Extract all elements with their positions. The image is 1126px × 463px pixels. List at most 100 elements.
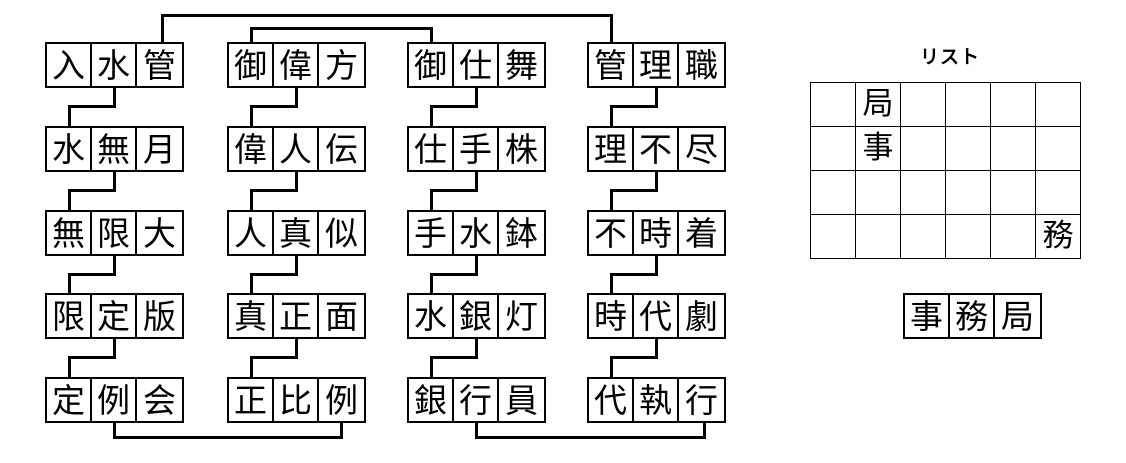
word-box[interactable]: 正 比 例 <box>227 377 366 423</box>
word-box[interactable]: 真 正 面 <box>227 293 366 339</box>
grid-cell[interactable] <box>901 83 946 127</box>
grid-cell[interactable] <box>901 127 946 171</box>
connector-bottom-left-horizontal <box>113 436 343 439</box>
grid-cell[interactable] <box>811 83 856 127</box>
answer-word-box[interactable]: 事 務 局 <box>903 293 1042 339</box>
c4-link3-down <box>655 256 658 275</box>
kanji-cell: 理 <box>634 44 679 86</box>
kanji-cell: 大 <box>143 213 176 253</box>
list-title: リスト <box>919 46 980 68</box>
kanji-cell: 劇 <box>685 296 718 336</box>
grid-cell[interactable]: 局 <box>856 83 901 127</box>
grid-cell[interactable] <box>1036 171 1081 215</box>
grid-cell[interactable] <box>991 83 1036 127</box>
connector-bottom-right-horizontal <box>475 436 705 439</box>
grid-cell[interactable] <box>991 215 1036 259</box>
kanji-cell: 無 <box>47 212 92 254</box>
kanji-cell: 株 <box>505 129 538 169</box>
kanji-cell: 版 <box>143 296 176 336</box>
kanji-cell: 限 <box>47 295 92 337</box>
word-box[interactable]: 御 仕 舞 <box>407 42 546 88</box>
word-box[interactable]: 代 執 行 <box>587 377 726 423</box>
grid-row: 事 <box>811 127 1081 171</box>
c3-link1-across <box>430 105 478 108</box>
kanji-cell: 管 <box>143 45 176 85</box>
c2-link4-down <box>295 339 298 358</box>
c1-link3-down <box>113 256 116 275</box>
grid-cell[interactable] <box>946 127 991 171</box>
kanji-cell: 比 <box>274 379 319 421</box>
c1-link4-down <box>113 339 116 358</box>
grid-cell[interactable]: 事 <box>856 127 901 171</box>
word-box[interactable]: 不 時 着 <box>587 210 726 256</box>
c4-link4-across <box>610 356 658 359</box>
grid-cell[interactable] <box>901 171 946 215</box>
grid-cell[interactable] <box>1036 83 1081 127</box>
grid-cell[interactable] <box>946 83 991 127</box>
grid-cell[interactable] <box>811 215 856 259</box>
kanji-cell: 偉 <box>229 128 274 170</box>
kanji-cell: 手 <box>454 128 499 170</box>
word-box[interactable]: 水 無 月 <box>45 126 184 172</box>
c3-link2-across <box>430 189 478 192</box>
word-box[interactable]: 御 偉 方 <box>227 42 366 88</box>
word-box[interactable]: 銀 行 員 <box>407 377 546 423</box>
c2-link1-across <box>250 105 298 108</box>
kanji-cell: 水 <box>92 44 137 86</box>
word-box[interactable]: 人 真 似 <box>227 210 366 256</box>
word-box[interactable]: 限 定 版 <box>45 293 184 339</box>
word-box[interactable]: 理 不 尽 <box>587 126 726 172</box>
grid-cell[interactable] <box>946 171 991 215</box>
grid-row: 務 <box>811 215 1081 259</box>
grid-cell[interactable] <box>946 215 991 259</box>
c2-link4-across <box>250 356 298 359</box>
c3-link2-up <box>430 189 433 210</box>
kanji-cell: 入 <box>47 44 92 86</box>
kanji-cell: 灯 <box>505 296 538 336</box>
connector-top-inner-horizontal <box>250 27 430 30</box>
c4-link1-down <box>655 88 658 107</box>
grid-cell[interactable] <box>811 171 856 215</box>
word-box[interactable]: 入 水 管 <box>45 42 184 88</box>
word-box[interactable]: 水 銀 灯 <box>407 293 546 339</box>
kanji-cell: 執 <box>634 379 679 421</box>
kanji-cell: 不 <box>634 128 679 170</box>
grid-cell[interactable] <box>991 171 1036 215</box>
c1-link3-up <box>68 273 71 293</box>
word-box[interactable]: 定 例 会 <box>45 377 184 423</box>
kanji-cell: 例 <box>92 379 137 421</box>
word-box[interactable]: 偉 人 伝 <box>227 126 366 172</box>
c3-link3-down <box>475 256 478 275</box>
connector-bottom-left-rise-2 <box>340 423 343 439</box>
grid-cell[interactable] <box>991 127 1036 171</box>
kanji-cell: 水 <box>47 128 92 170</box>
c4-link2-up <box>610 189 613 210</box>
kanji-cell: 御 <box>409 44 454 86</box>
kanji-cell: 不 <box>589 212 634 254</box>
c3-link1-up <box>430 105 433 126</box>
c2-link1-up <box>250 105 253 126</box>
grid-cell[interactable]: 務 <box>1036 215 1081 259</box>
c1-link3-across <box>68 273 116 276</box>
grid-row: 局 <box>811 83 1081 127</box>
kanji-cell: 管 <box>589 44 634 86</box>
kanji-cell: 水 <box>409 295 454 337</box>
word-box[interactable]: 仕 手 株 <box>407 126 546 172</box>
word-box[interactable]: 手 水 鉢 <box>407 210 546 256</box>
grid-cell[interactable] <box>811 127 856 171</box>
word-box[interactable]: 無 限 大 <box>45 210 184 256</box>
grid-cell[interactable] <box>901 215 946 259</box>
connector-bottom-right-rise-2 <box>703 423 706 439</box>
word-box[interactable]: 時 代 劇 <box>587 293 726 339</box>
kanji-cell: 面 <box>325 296 358 336</box>
c2-link3-down <box>295 256 298 275</box>
c1-link2-across <box>68 189 116 192</box>
kanji-cell: 正 <box>274 295 319 337</box>
c4-link1-across <box>610 105 658 108</box>
grid-cell[interactable] <box>1036 127 1081 171</box>
grid-cell[interactable] <box>856 215 901 259</box>
word-box[interactable]: 管 理 職 <box>587 42 726 88</box>
c4-link2-down <box>655 172 658 191</box>
grid-cell[interactable] <box>856 171 901 215</box>
